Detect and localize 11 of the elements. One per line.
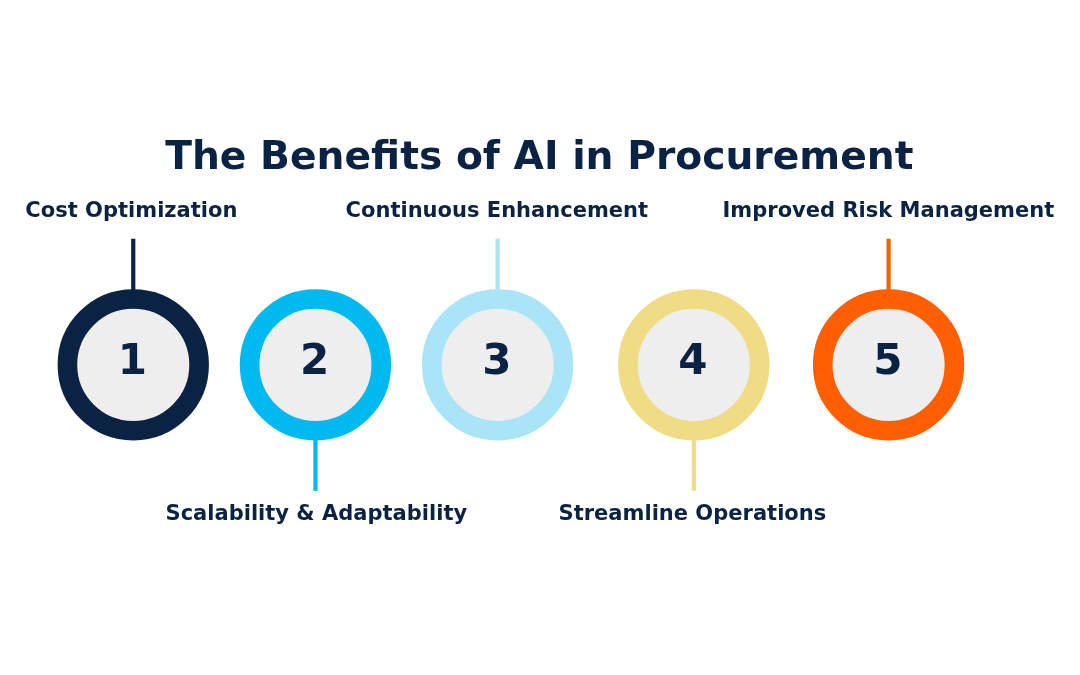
- node-text: Improved Risk Management: [722, 196, 1055, 222]
- node-text: Scalability & Adaptability: [165, 499, 468, 525]
- node-text: Streamline Operations: [558, 499, 827, 525]
- node-circle: 5: [812, 289, 965, 441]
- node-circle: 3: [421, 289, 574, 441]
- node-circle: 2: [239, 289, 392, 441]
- node-circle: 4: [618, 289, 770, 441]
- node-text: Continuous Enhancement: [345, 196, 649, 222]
- node-text: Cost Optimization: [25, 196, 238, 222]
- diagram-title: The Benefits of AI in Procurement: [165, 133, 914, 179]
- node-circle: 1: [57, 289, 209, 441]
